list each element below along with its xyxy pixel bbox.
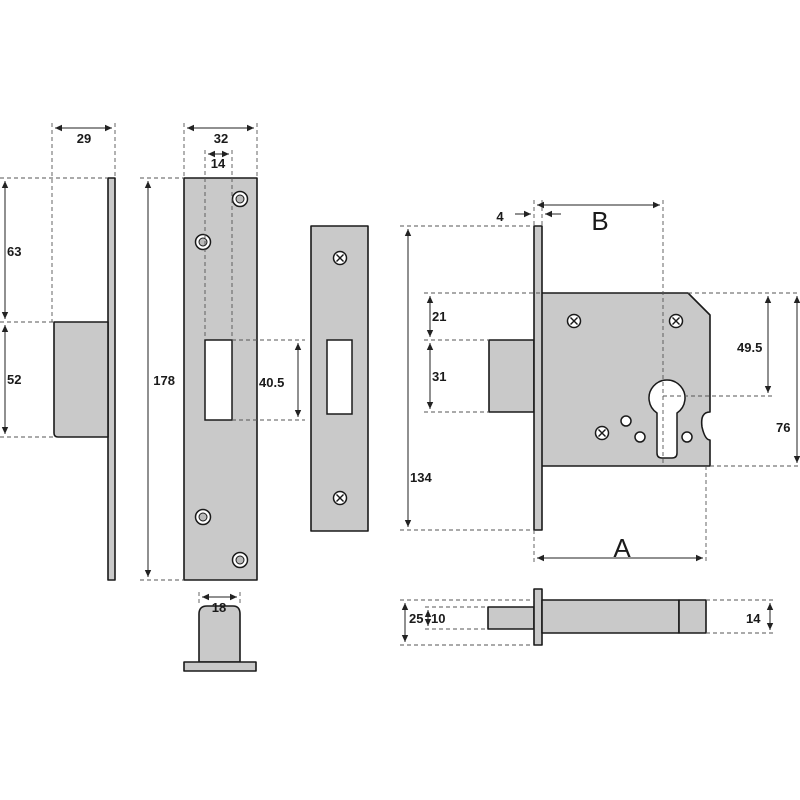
dim-forend-height: 178 — [153, 373, 175, 388]
dim-lock-faceplate: 4 — [496, 209, 504, 224]
side-view: 29 63 52 — [0, 123, 116, 581]
bolt-tail — [678, 599, 707, 634]
screw-icon — [668, 313, 684, 329]
dim-lock-centre: 49.5 — [737, 340, 762, 355]
box-keep-flange — [183, 661, 257, 672]
dim-lock-bolt: 31 — [432, 369, 446, 384]
deadbolt — [488, 339, 535, 413]
dim-side-bolt: 52 — [7, 372, 21, 387]
screw-icon — [594, 425, 610, 441]
spindle-hole — [620, 415, 632, 427]
dim-side-top: 63 — [7, 244, 21, 259]
label-a: A — [613, 533, 631, 563]
bolt-head — [487, 606, 535, 630]
spindle-hole — [634, 431, 646, 443]
bolt-body — [541, 599, 680, 634]
lock-faceplate — [533, 225, 543, 531]
dim-forend-inner: 14 — [211, 156, 226, 171]
side-bolt-profile — [53, 321, 109, 438]
box-keep-body — [198, 605, 241, 663]
spindle-hole — [681, 431, 693, 443]
lock-body-view: 4 B A 134 21 31 49.5 76 — [400, 200, 800, 563]
bolt-faceplate — [533, 588, 543, 646]
side-plate — [107, 177, 116, 581]
strike-slot — [326, 339, 353, 415]
cylinder-cutout — [648, 379, 686, 459]
screw-icon — [332, 250, 348, 266]
dim-bolt-outer: 25 — [409, 611, 423, 626]
box-keep: 18 — [183, 592, 257, 672]
bolt-slot — [204, 339, 233, 421]
dim-lock-case: 76 — [776, 420, 790, 435]
screw-icon — [566, 313, 582, 329]
dim-keep-slot: 40.5 — [259, 375, 284, 390]
dim-side-depth: 29 — [77, 131, 91, 146]
strike-plate-view — [310, 225, 369, 532]
label-b: B — [591, 206, 608, 236]
dim-bolt-tail: 14 — [746, 611, 761, 626]
screw-icon — [332, 490, 348, 506]
dim-box-width: 18 — [212, 600, 226, 615]
dim-bolt-inner: 10 — [431, 611, 445, 626]
dim-lock-body-height: 134 — [410, 470, 432, 485]
bolt-profile-view: 25 10 14 — [400, 588, 775, 646]
dim-forend-width: 32 — [214, 131, 228, 146]
dim-lock-upper: 21 — [432, 309, 446, 324]
forend-plate-view: 32 14 178 40.5 — [140, 123, 305, 581]
